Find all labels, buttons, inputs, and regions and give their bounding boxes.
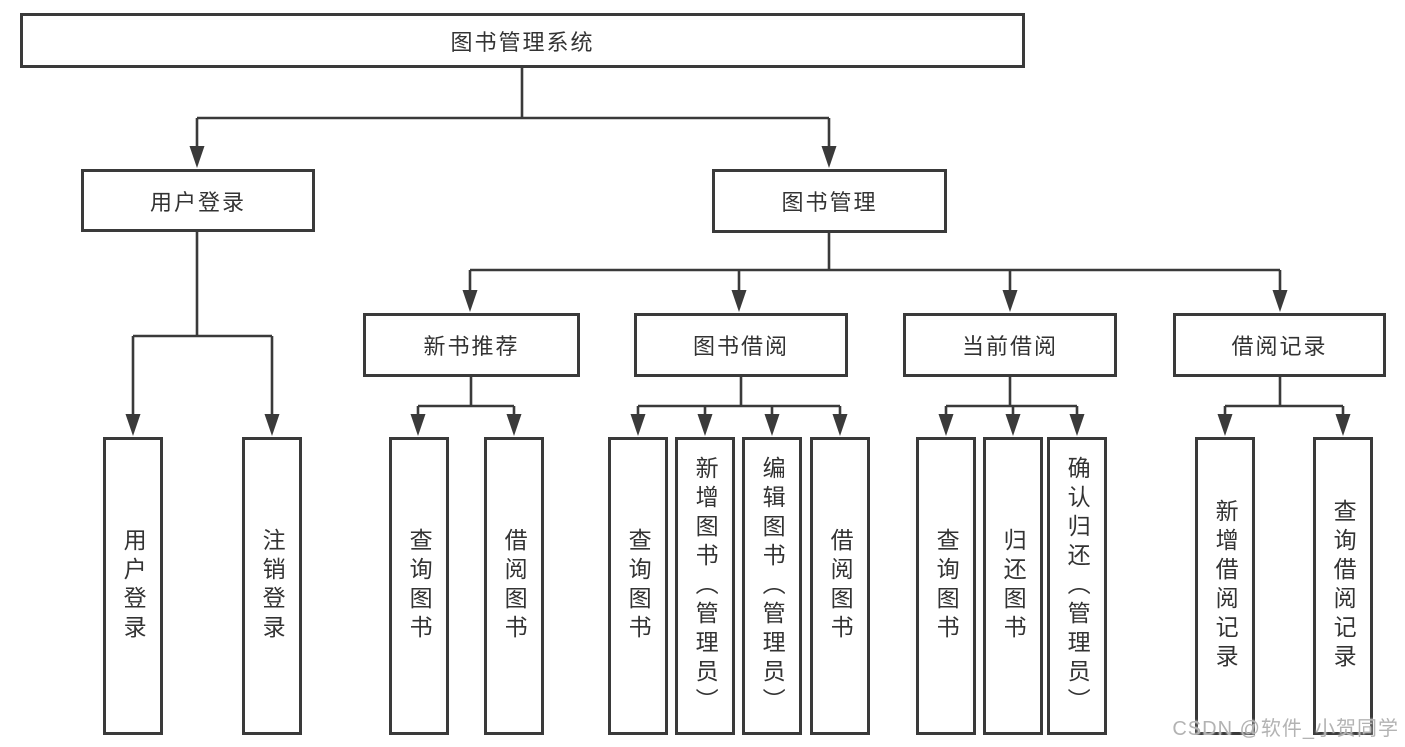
leaf-borrow-book: 借阅图书: [810, 437, 870, 735]
leaf-query-book-current-label: 查询图书: [933, 528, 960, 644]
node-current-borrow: 当前借阅: [903, 313, 1117, 377]
leaf-query-book-borrow-label: 查询图书: [625, 528, 652, 644]
leaf-query-book-current: 查询图书: [916, 437, 976, 735]
leaf-query-book-recommend-label: 查询图书: [406, 528, 433, 644]
leaf-logout: 注销登录: [242, 437, 302, 735]
leaf-return-book-label: 归还图书: [1000, 528, 1027, 644]
leaf-user-login: 用户登录: [103, 437, 163, 735]
node-book-management: 图书管理: [712, 169, 947, 233]
node-user-login: 用户登录: [81, 169, 315, 232]
leaf-confirm-return-admin: 确认归还（管理员）: [1047, 437, 1107, 735]
node-book-borrow-label: 图书借阅: [692, 334, 789, 359]
leaf-borrow-book-recommend-label: 借阅图书: [501, 528, 528, 644]
csdn-watermark: CSDN @软件_小贺同学: [1172, 718, 1399, 740]
node-root: 图书管理系统: [20, 13, 1025, 68]
leaf-user-login-label: 用户登录: [120, 528, 147, 644]
leaf-add-book-admin-label: 新增图书（管理员）: [692, 455, 719, 717]
node-book-management-label: 图书管理: [781, 190, 878, 215]
node-borrow-record-label: 借阅记录: [1231, 334, 1328, 359]
node-current-borrow-label: 当前借阅: [961, 334, 1058, 359]
leaf-return-book: 归还图书: [983, 437, 1043, 735]
leaf-edit-book-admin: 编辑图书（管理员）: [742, 437, 802, 735]
node-new-book-recommend: 新书推荐: [363, 313, 580, 377]
leaf-edit-book-admin-label: 编辑图书（管理员）: [759, 455, 786, 717]
node-root-label: 图书管理系统: [450, 29, 595, 55]
leaf-add-borrow-record-label: 新增借阅记录: [1212, 499, 1239, 673]
leaf-query-book-borrow: 查询图书: [608, 437, 668, 735]
leaf-query-borrow-record: 查询借阅记录: [1313, 437, 1373, 735]
leaf-borrow-book-label: 借阅图书: [827, 528, 854, 644]
node-borrow-record: 借阅记录: [1173, 313, 1386, 377]
node-book-borrow: 图书借阅: [634, 313, 848, 377]
leaf-borrow-book-recommend: 借阅图书: [484, 437, 544, 735]
leaf-query-book-recommend: 查询图书: [389, 437, 449, 735]
leaf-logout-label: 注销登录: [259, 528, 286, 644]
leaf-query-borrow-record-label: 查询借阅记录: [1330, 499, 1357, 673]
leaf-add-book-admin: 新增图书（管理员）: [675, 437, 735, 735]
leaf-confirm-return-admin-label: 确认归还（管理员）: [1064, 455, 1091, 717]
node-new-book-recommend-label: 新书推荐: [423, 334, 520, 359]
leaf-add-borrow-record: 新增借阅记录: [1195, 437, 1255, 735]
node-user-login-label: 用户登录: [149, 189, 246, 215]
